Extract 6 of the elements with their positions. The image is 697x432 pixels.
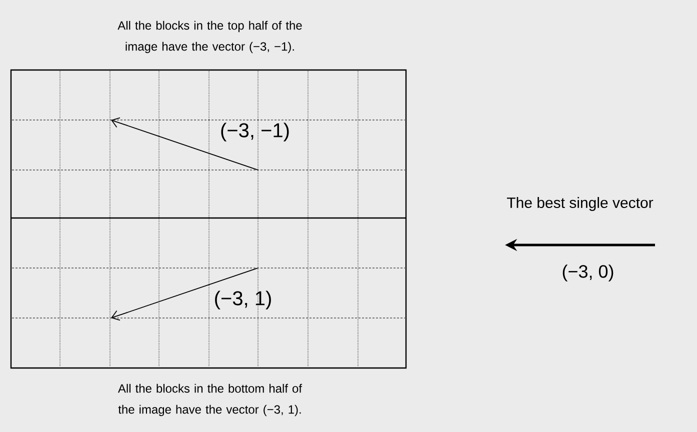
vector-label: (−3, 1) (215, 290, 271, 310)
vector-label: (−3, 0) (562, 264, 614, 282)
caption-text: All the blocks in the top half of the image have the vector (−3, −1). (118, 20, 302, 54)
vector-label: The best single vector (506, 197, 654, 211)
vector-label: (−3, −1) (221, 122, 289, 142)
caption-text: All the blocks in the bottom half of the image have the vector (−3, 1). (118, 384, 302, 416)
